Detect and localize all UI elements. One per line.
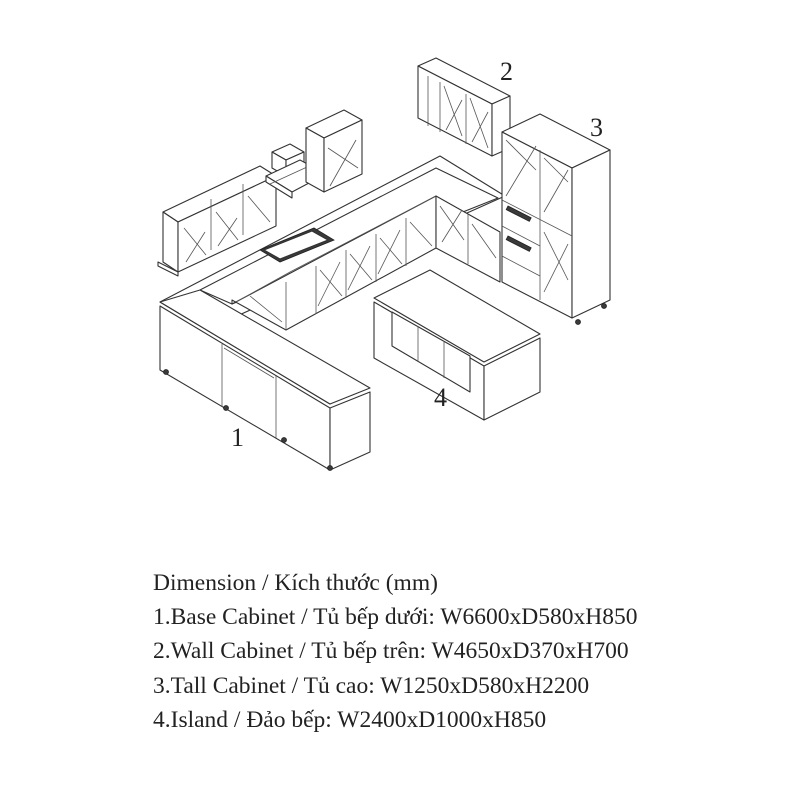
base-cabinet-front-run: [159, 289, 371, 471]
legend-item-tall-cabinet: 3.Tall Cabinet / Tủ cao: W1250xD580xH220…: [153, 672, 590, 699]
island: [373, 269, 541, 421]
base-cabinet-back-run: [231, 195, 437, 331]
tall-cabinet: [501, 113, 611, 325]
callout-tall-cabinet: 3: [590, 113, 603, 142]
callout-base-cabinet: 1: [231, 423, 244, 452]
legend-item-wall-cabinet: 2.Wall Cabinet / Tủ bếp trên: W4650xD370…: [153, 638, 629, 665]
cooktop: [259, 227, 335, 263]
base-cabinet-corner-return: [435, 195, 501, 283]
legend-item-base-cabinet: 1.Base Cabinet / Tủ bếp dưới: W6600xD580…: [153, 604, 638, 631]
legend-heading: Dimension / Kích thước (mm): [153, 570, 438, 596]
callout-wall-cabinet: 2: [500, 57, 513, 86]
wall-cabinet-left-run: [157, 165, 277, 277]
dimension-legend: Dimension / Kích thước (mm) 1.Base Cabin…: [153, 566, 793, 737]
kitchen-isometric-drawing: 1 2 3 4: [157, 57, 611, 471]
callout-island: 4: [434, 383, 447, 412]
wall-cabinet-hood-side: [305, 109, 363, 193]
wall-cabinet-back-run: [417, 57, 511, 157]
legend-item-island: 4.Island / Đảo bếp: W2400xD1000xH850: [153, 706, 547, 733]
